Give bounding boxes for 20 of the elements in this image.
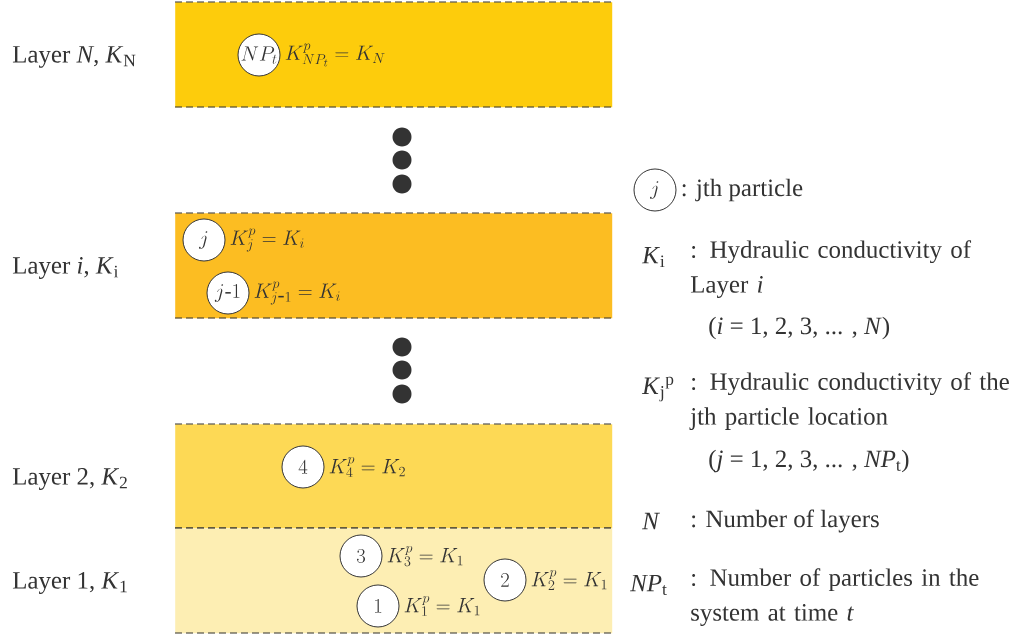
conductivity-formula: $K^{p}_{j} = K_i$ — [230, 228, 304, 252]
conductivity-formula: $K^{p}_{2} = K_1$ — [531, 569, 607, 590]
conductivity-formula: $K^{p}_{1} = K_1$ — [404, 595, 480, 616]
legend-text: : jth particle — [682, 178, 803, 202]
definition-text: (i = 1, 2, 3, ... , N) — [709, 316, 890, 340]
layer-label: Layer N, K$_{N}$ — [12, 46, 136, 68]
layer-label: Layer 2, K$_{2}$ — [12, 468, 127, 490]
layer-label: Layer i, K$_{i}$ — [12, 257, 119, 279]
symbol-label: N — [642, 512, 660, 530]
symbol-label: NP$_{t}$ — [630, 574, 667, 596]
symbol-label: K$_{j}$p — [641, 376, 674, 402]
conductivity-formula: $K^{p}_{3} = K_1$ — [387, 545, 463, 567]
definition-text: : Number of layers — [692, 509, 879, 533]
symbol-label: K$_{i}$ — [641, 247, 665, 267]
conductivity-formula: $K^{p}_{j\textrm{-}1} = K_i$ — [254, 281, 340, 305]
layer-label: Layer 1, K$_{1}$ — [12, 572, 127, 594]
conductivity-formula: $K^{p}_{NP_t} = K_N$ — [285, 43, 385, 67]
definition-text: : Number of particles in the system at time t — [691, 568, 979, 626]
conductivity-formula: $K^{p}_{4} = K_2$ — [329, 456, 405, 477]
definition-text: (j = 1, 2, 3, ... , NP$_{t}$) — [709, 449, 909, 473]
